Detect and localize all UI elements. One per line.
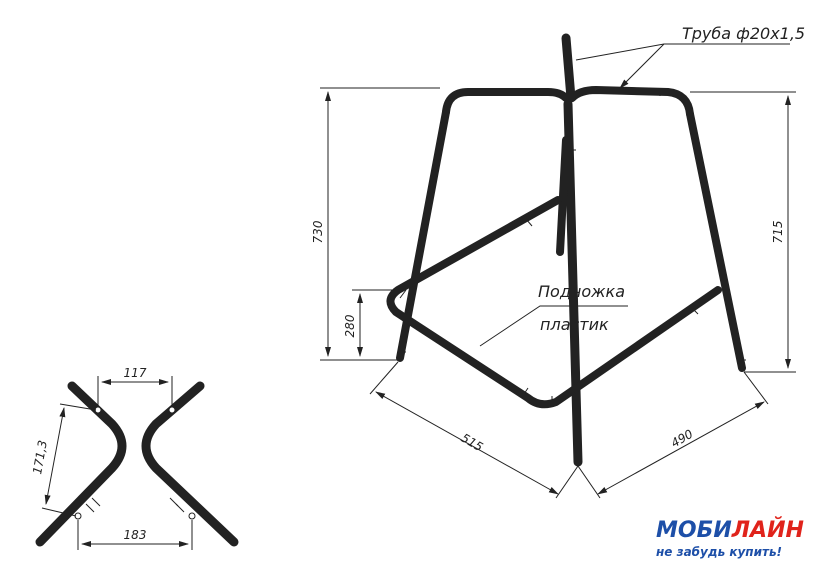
dim-footrest-height: 280 — [343, 314, 357, 337]
detail-left-part — [35, 381, 127, 547]
dim-detail-bottom: 183 — [124, 528, 147, 542]
logo-name-part2: ЛАЙН — [731, 518, 804, 543]
dim-detail-top: 117 — [124, 366, 147, 380]
dim-detail-side: 171,3 — [30, 439, 50, 475]
dim-total-height: 730 — [311, 220, 325, 243]
logo-name: МОБИЛАЙН — [656, 518, 836, 544]
footrest-ring — [386, 196, 722, 409]
label-tube: Труба ф20х1,5 — [682, 24, 805, 43]
dim-base-side: 490 — [669, 427, 696, 451]
logo-name-part1: МОБИ — [656, 518, 732, 543]
dimension-lines — [320, 43, 796, 499]
mobilain-logo: МОБИЛАЙН не забудь купить! — [656, 518, 836, 560]
footrest-detail: 117 183 171,3 — [30, 366, 239, 550]
dimension-texts: 730 280 715 515 490 Труба ф20х1,5 Поднож… — [311, 24, 805, 454]
top-tube-left — [442, 88, 570, 116]
label-footrest: Подножка — [538, 282, 625, 301]
logo-tagline: не забудь купить! — [656, 545, 783, 559]
label-footrest-material: пластик — [540, 315, 609, 334]
chair-frame — [386, 33, 746, 467]
dim-leg-height: 715 — [771, 221, 785, 244]
